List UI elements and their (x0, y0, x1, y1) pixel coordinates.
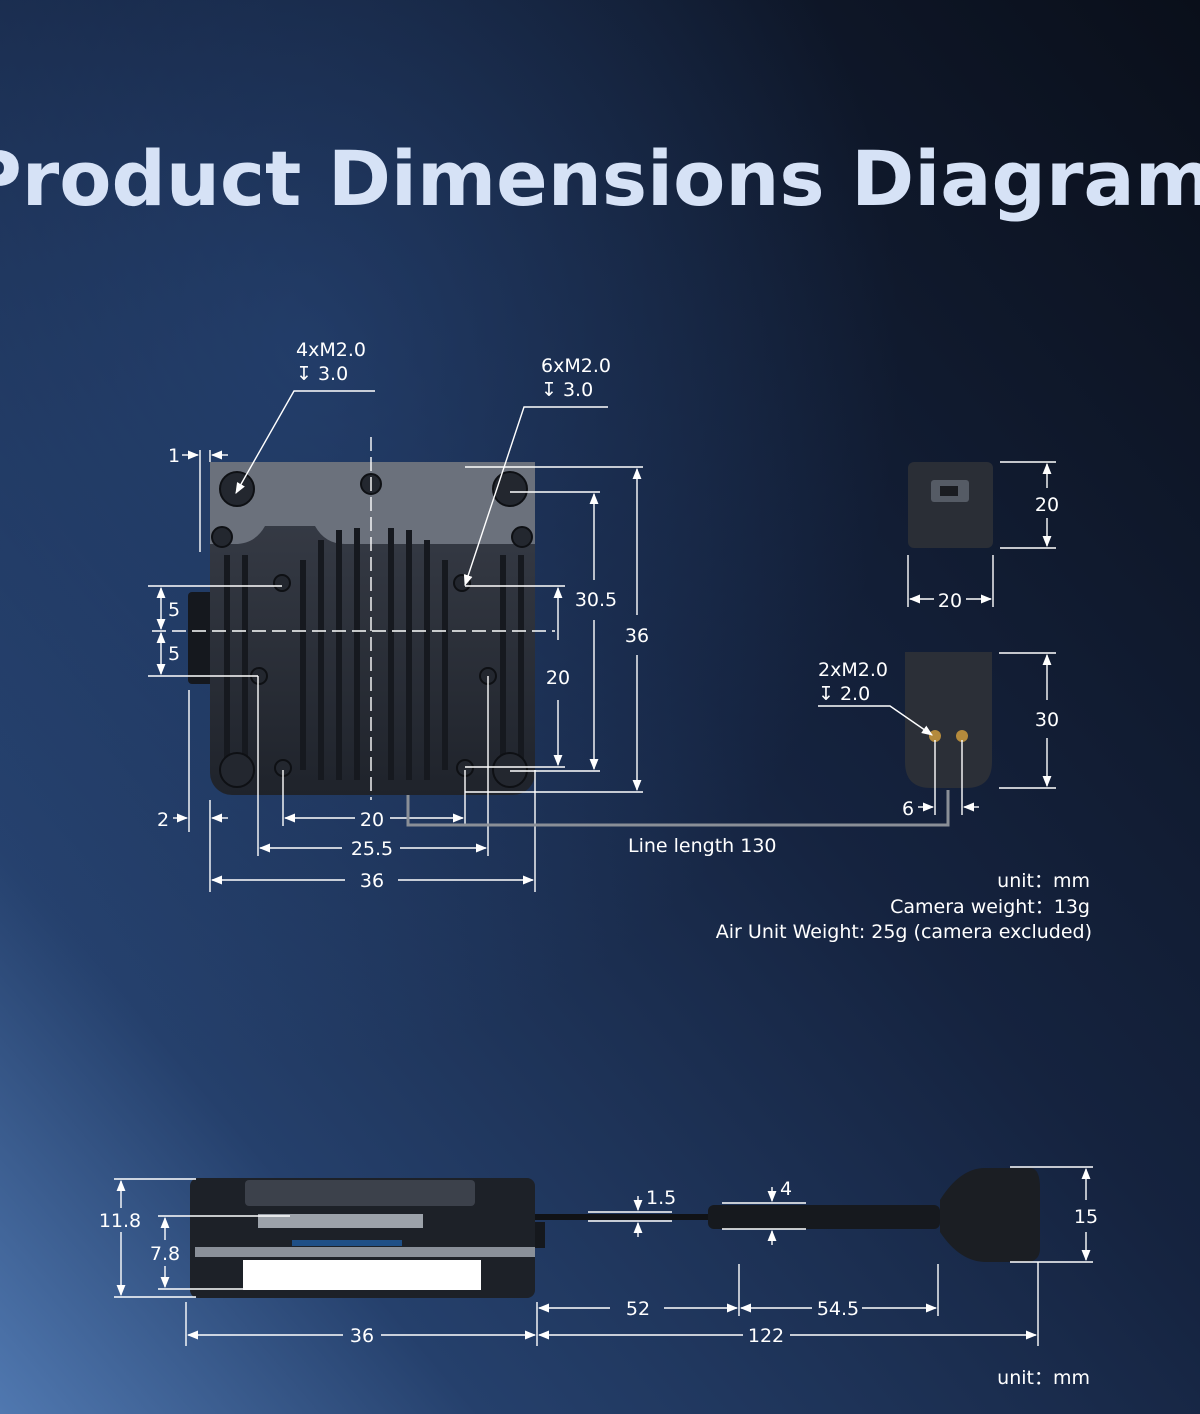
dim-camera-top-width: 20 (938, 590, 962, 612)
dimension-lines-side-view: 11.8 7.8 1.5 4 15 52 54.5 36 (99, 1166, 1098, 1347)
camera-side-view: 2xM2.0 ↧ 2.0 30 6 (818, 652, 1059, 820)
air-unit-side-view (190, 1168, 1040, 1298)
callout-4xm2: 4xM2.0 ↧ 3.0 (235, 339, 375, 494)
callout-depth-label: ↧ 3.0 (296, 363, 348, 385)
camera-cable (406, 790, 950, 827)
dim-offset-down: 5 (168, 643, 180, 665)
unit-label: unit：mm (997, 870, 1090, 892)
dim-cable-diameter: 1.5 (646, 1187, 676, 1209)
dim-hole-spacing-y: 20 (546, 667, 570, 689)
callout-thread-label: 6xM2.0 (541, 355, 611, 377)
camera-top-view: 20 20 (907, 461, 1059, 612)
dim-sleeve-segment: 54.5 (817, 1298, 859, 1320)
air-unit-top-view (188, 462, 535, 795)
dim-lens-diameter: 15 (1074, 1206, 1098, 1228)
dim-edge-offset-bottom: 2 (157, 809, 169, 831)
dim-cable-segment: 52 (626, 1298, 650, 1320)
spec-notes: unit：mm Camera weight：13g Air Unit Weigh… (716, 870, 1092, 943)
dim-width: 36 (360, 870, 384, 892)
callout-6xm2: 6xM2.0 ↧ 3.0 (463, 355, 611, 587)
dim-inner-height: 7.8 (150, 1243, 180, 1265)
page-title: Product Dimensions Diagram (0, 134, 1200, 223)
dim-camera-side-height: 30 (1035, 709, 1059, 731)
dim-hole-spacing-x: 20 (360, 809, 384, 831)
camera-callout-thread: 2xM2.0 (818, 659, 888, 681)
dimension-lines-top-view: 1 5 5 2 20 25.5 36 20 (148, 445, 649, 892)
callout-depth-label: ↧ 3.0 (541, 379, 593, 401)
callout-thread-label: 4xM2.0 (296, 339, 366, 361)
camera-weight-label: Camera weight：13g (890, 896, 1090, 918)
dim-edge-offset-top: 1 (168, 445, 180, 467)
side-unit-label: unit：mm (997, 1367, 1090, 1389)
dim-hole-spacing-y2: 30.5 (575, 589, 617, 611)
dim-height: 36 (625, 625, 649, 647)
dim-sleeve-diameter: 4 (780, 1178, 792, 1200)
dim-total-height: 11.8 (99, 1210, 141, 1232)
dim-hole-spacing-x2: 25.5 (351, 838, 393, 860)
dim-body-length: 36 (350, 1325, 374, 1347)
line-length-label: Line length 130 (628, 835, 777, 857)
dim-offset-up: 5 (168, 599, 180, 621)
camera-callout-depth: ↧ 2.0 (818, 683, 870, 705)
dim-camera-top-height: 20 (1035, 494, 1059, 516)
dim-camera-hole-spacing: 6 (902, 798, 914, 820)
air-unit-weight-label: Air Unit Weight: 25g (camera excluded) (716, 921, 1092, 943)
dim-cable-total: 122 (748, 1325, 784, 1347)
